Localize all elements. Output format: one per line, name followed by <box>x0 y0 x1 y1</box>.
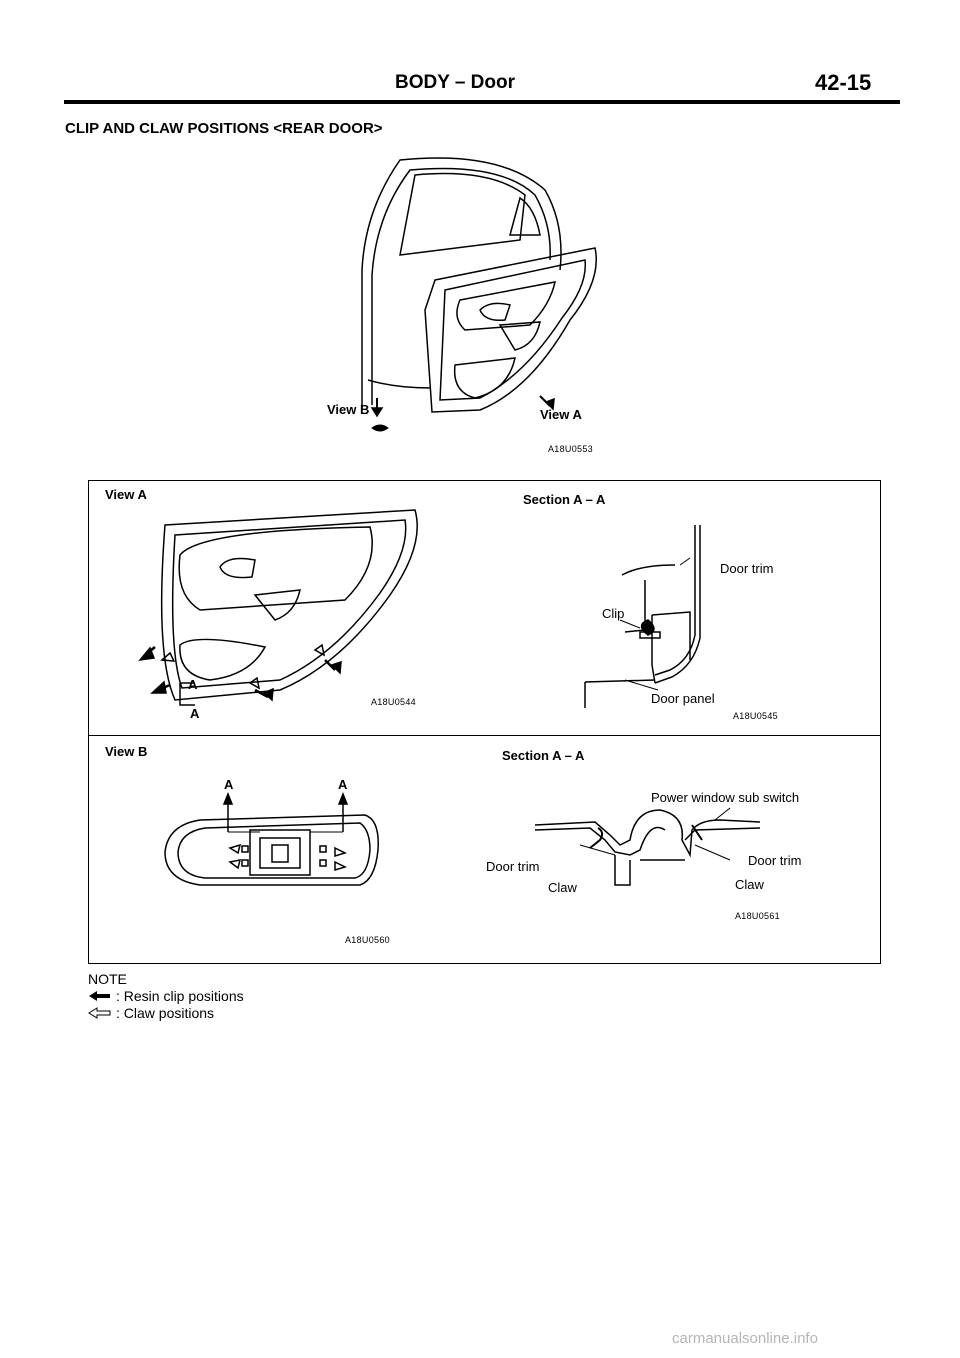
claw-outline-arrow-icon <box>88 1007 112 1019</box>
door-panel-callout: Door panel <box>651 691 715 706</box>
section-a2-code: A18U0561 <box>735 911 780 921</box>
clip-callout: Clip <box>602 606 625 621</box>
panel-view-a-label: View A <box>105 487 147 502</box>
section-a1-label: Section A – A <box>523 492 606 507</box>
resin-clip-arrow-icon <box>89 991 110 1001</box>
view-a-code: A18U0544 <box>371 697 416 707</box>
view-b-section-mark-1: A <box>224 777 234 792</box>
section-title: BODY – Door <box>395 72 516 93</box>
note-claw-text: : Claw positions <box>116 1005 215 1021</box>
view-a-section-mark-1: A <box>188 677 198 692</box>
section-a2-label: Section A – A <box>502 748 585 763</box>
view-b-section-mark-2: A <box>338 777 348 792</box>
view-b-switch-illustration <box>160 790 390 900</box>
view-b-code: A18U0560 <box>345 935 390 945</box>
door-trim-callout-a1: Door trim <box>720 561 774 576</box>
figure-box <box>88 480 881 964</box>
panel-view-b-label: View B <box>105 744 148 759</box>
header-rule <box>64 100 900 104</box>
page-heading: CLIP AND CLAW POSITIONS <REAR DOOR> <box>65 120 383 137</box>
rear-door-illustration <box>340 150 610 440</box>
door-trim-callout-right: Door trim <box>748 853 802 868</box>
view-a-label: View A <box>540 407 582 422</box>
door-trim-callout-left: Door trim <box>486 859 540 874</box>
section-a2-illustration <box>520 800 780 890</box>
note-item-resin-clip: : Resin clip positions <box>88 988 244 1004</box>
view-a-trim-illustration <box>140 505 440 725</box>
page-number: 42-15 <box>815 70 872 95</box>
claw-callout-right: Claw <box>735 877 764 892</box>
claw-callout-left: Claw <box>548 880 577 895</box>
note-resin-clip-text: : Resin clip positions <box>116 988 244 1004</box>
figure-box-divider <box>88 735 881 736</box>
view-a-section-mark-2: A <box>190 706 200 721</box>
section-a1-illustration <box>560 520 740 720</box>
view-b-label: View B <box>327 402 370 417</box>
note-item-claw: : Claw positions <box>88 1005 214 1021</box>
section-a1-code: A18U0545 <box>733 711 778 721</box>
note-heading: NOTE <box>88 971 127 987</box>
watermark: carmanualsonline.info <box>672 1330 818 1347</box>
figure-code: A18U0553 <box>548 444 593 454</box>
power-window-sub-switch-callout: Power window sub switch <box>651 790 800 805</box>
